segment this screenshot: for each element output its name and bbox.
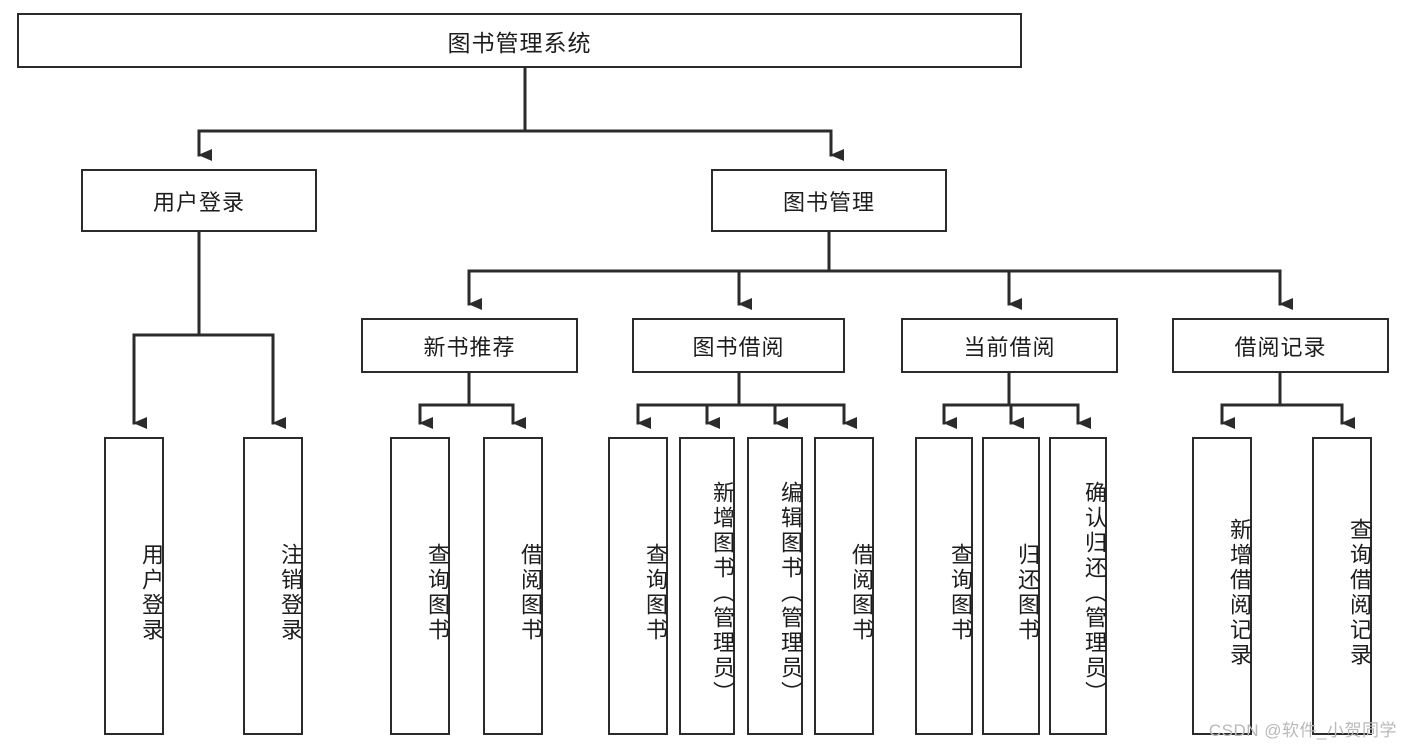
node-book-manage[interactable]: 图书管理 (711, 169, 947, 232)
node-leaf-query-book-3[interactable]: 查询图书 (915, 437, 973, 735)
node-leaf-query-book-2-label: 查询图书 (643, 543, 668, 643)
node-new-book-rec-label: 新书推荐 (423, 334, 516, 360)
node-leaf-user-login[interactable]: 用户登录 (104, 437, 164, 735)
node-leaf-borrow-book-2-label: 借阅图书 (849, 543, 874, 643)
node-leaf-borrow-book-1[interactable]: 借阅图书 (483, 437, 543, 735)
node-current-borrow-label: 当前借阅 (963, 334, 1056, 360)
node-leaf-edit-book-label: 编辑图书（管理员） (778, 480, 803, 706)
node-leaf-confirm-return[interactable]: 确认归还（管理员） (1049, 437, 1107, 735)
node-leaf-query-book-1[interactable]: 查询图书 (390, 437, 450, 735)
node-current-borrow[interactable]: 当前借阅 (901, 318, 1118, 373)
node-leaf-add-record[interactable]: 新增借阅记录 (1192, 437, 1252, 735)
node-leaf-borrow-book-1-label: 借阅图书 (518, 543, 543, 643)
node-leaf-query-record-label: 查询借阅记录 (1347, 518, 1372, 668)
node-root-label: 图书管理系统 (447, 29, 592, 56)
node-leaf-add-book-label: 新增图书（管理员） (710, 480, 735, 706)
node-leaf-return-book-label: 归还图书 (1015, 543, 1040, 643)
watermark-text: CSDN @软件_小贺同学 (1208, 721, 1397, 740)
node-leaf-query-book-2[interactable]: 查询图书 (608, 437, 668, 735)
node-leaf-borrow-book-2[interactable]: 借阅图书 (814, 437, 874, 735)
node-leaf-user-login-label: 用户登录 (139, 543, 164, 643)
node-leaf-edit-book[interactable]: 编辑图书（管理员） (747, 437, 803, 735)
node-book-borrow-label: 图书借阅 (692, 334, 785, 360)
node-root[interactable]: 图书管理系统 (17, 13, 1022, 68)
node-leaf-return-book[interactable]: 归还图书 (982, 437, 1040, 735)
node-borrow-record-label: 借阅记录 (1234, 334, 1327, 360)
node-leaf-user-logout-label: 注销登录 (278, 543, 303, 643)
node-leaf-query-book-3-label: 查询图书 (948, 543, 973, 643)
node-user-login[interactable]: 用户登录 (81, 169, 317, 232)
node-leaf-query-record[interactable]: 查询借阅记录 (1312, 437, 1372, 735)
node-leaf-add-record-label: 新增借阅记录 (1227, 518, 1252, 668)
node-borrow-record[interactable]: 借阅记录 (1172, 318, 1389, 373)
node-leaf-add-book[interactable]: 新增图书（管理员） (679, 437, 735, 735)
node-leaf-user-logout[interactable]: 注销登录 (243, 437, 303, 735)
node-leaf-confirm-return-label: 确认归还（管理员） (1082, 480, 1107, 706)
node-leaf-query-book-1-label: 查询图书 (425, 543, 450, 643)
node-book-borrow[interactable]: 图书借阅 (632, 318, 845, 373)
node-user-login-label: 用户登录 (152, 189, 245, 215)
node-new-book-rec[interactable]: 新书推荐 (361, 318, 578, 373)
node-book-manage-label: 图书管理 (782, 189, 875, 215)
